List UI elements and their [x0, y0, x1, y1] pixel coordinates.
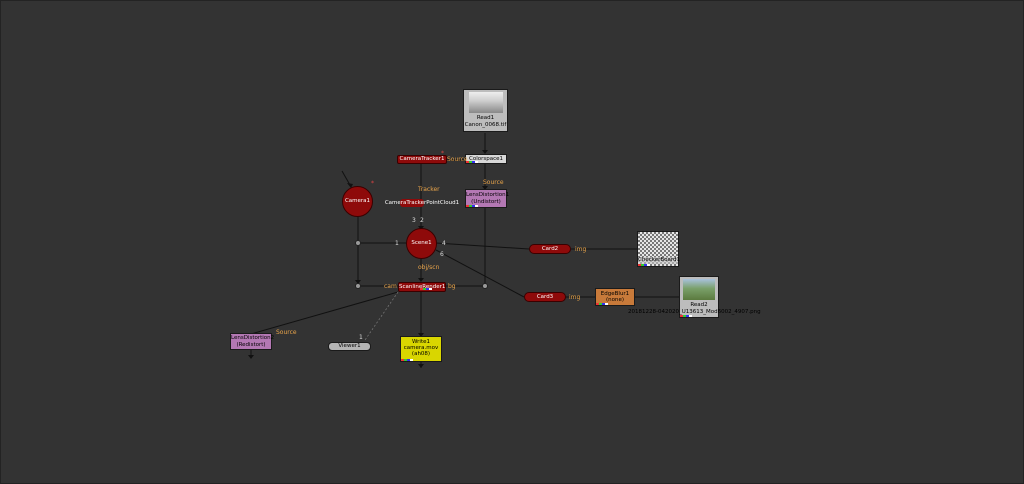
- dot-node-2[interactable]: [355, 283, 361, 289]
- port-label-img-card3: img: [569, 294, 581, 301]
- write1-format: (ah08): [411, 351, 431, 357]
- port-label-source-tracker: Source: [447, 156, 468, 163]
- viewer1-node[interactable]: Viewer1: [328, 342, 371, 351]
- edgeblur1-node[interactable]: EdgeBlur1 (none): [595, 288, 635, 306]
- arrow-dot2: [355, 280, 361, 284]
- pointcloud-label: CameraTrackerPointCloud1: [384, 200, 460, 206]
- port-label-img-card2: img: [575, 246, 587, 253]
- port-label-viewer-input: 1: [359, 334, 363, 341]
- lensdistortion1-mode: (Undistort): [471, 199, 501, 205]
- dot-node-1[interactable]: [355, 240, 361, 246]
- lensdistortion1-channels: [466, 205, 478, 207]
- arrow-colorspace: [482, 150, 488, 154]
- cameratracker1-star-icon: *: [441, 150, 444, 157]
- write1-channels: [401, 359, 413, 361]
- port-label-input-4: 4: [442, 240, 446, 247]
- lensdistortion2-node[interactable]: LensDistortion2 (Redistort): [230, 333, 275, 350]
- scene1-node[interactable]: Scene1: [406, 228, 437, 259]
- port-label-input-2: 2: [420, 217, 424, 224]
- port-label-obj-scn: obj/scn: [418, 264, 440, 271]
- arrow-write-out: [418, 364, 424, 368]
- scene1-label: Scene1: [411, 240, 432, 246]
- card2-label: Card2: [541, 246, 559, 252]
- wire-camera-in: [341, 170, 351, 186]
- wire-scene-card2: [435, 242, 530, 250]
- checkerboard1-channels: [638, 264, 650, 266]
- lensdistortion2-label: LensDistortion2: [231, 335, 275, 341]
- port-label-input-1: 1: [395, 240, 399, 247]
- card2-node[interactable]: Card2: [529, 244, 571, 254]
- edgeblur1-label: EdgeBlur1: [600, 291, 630, 297]
- port-label-cam: cam: [384, 283, 397, 290]
- port-label-tracker: Tracker: [418, 186, 440, 193]
- dot-node-3[interactable]: [482, 283, 488, 289]
- arrow-redistort-out: [248, 355, 254, 359]
- read2-label: Read2: [690, 302, 708, 308]
- arrow-write: [418, 333, 424, 337]
- read2-thumbnail: [683, 279, 715, 300]
- lensdistortion1-label: LensDistortion1: [466, 192, 510, 198]
- read1-label: Read1: [476, 115, 495, 121]
- scanlinerender1-channels: [420, 288, 432, 290]
- camera1-star-icon: *: [371, 180, 374, 187]
- checkerboard1-node[interactable]: CheckerBoard1: [637, 231, 681, 267]
- colorspace1-node[interactable]: Colorspace1: [465, 154, 507, 164]
- card3-node[interactable]: Card3: [524, 292, 566, 302]
- wire-viewer-dashed: [364, 291, 399, 341]
- scanlinerender1-node[interactable]: ScanlineRender1: [398, 282, 446, 292]
- read1-thumbnail: [469, 92, 503, 113]
- colorspace1-channels: [466, 161, 478, 163]
- edgeblur1-mode: (none): [605, 297, 624, 303]
- edgeblur1-channels: [596, 303, 608, 305]
- wire-scanline-redistort: [250, 291, 399, 335]
- card3-label: Card3: [536, 294, 554, 300]
- write1-node[interactable]: Write1 camera.mov (ah08): [400, 336, 442, 362]
- port-label-source-redistort: Source: [276, 329, 297, 336]
- viewer1-label: Viewer1: [338, 343, 361, 349]
- camera1-label: Camera1: [344, 198, 371, 204]
- read2-file: 20181228-042020_U13613_Mod6002_4907.png: [628, 309, 761, 315]
- pointcloud-shape: [400, 199, 424, 207]
- read2-channels: [680, 315, 692, 317]
- scanlinerender1-label: ScanlineRender1: [399, 284, 446, 290]
- write1-file: camera.mov: [403, 345, 439, 351]
- read2-node[interactable]: Read2: [679, 276, 719, 318]
- write1-label: Write1: [411, 339, 431, 345]
- port-label-bg: bg: [448, 283, 456, 290]
- port-label-input-6: 6: [440, 251, 444, 258]
- wire-scene-card3: [435, 249, 525, 298]
- camera1-node[interactable]: Camera1: [342, 186, 373, 217]
- read1-file: Canon_0068.tif: [464, 122, 507, 128]
- pointcloud-node[interactable]: CameraTrackerPointCloud1: [380, 199, 464, 208]
- cameratracker1-label: CameraTracker1: [399, 156, 445, 162]
- lensdistortion1-node[interactable]: LensDistortion1 (Undistort): [465, 189, 510, 208]
- port-label-input-3: 3: [412, 217, 416, 224]
- lensdistortion2-mode: (Redistort): [236, 342, 266, 348]
- arrow-undistort: [482, 186, 488, 190]
- checkerboard1-label: CheckerBoard1: [638, 257, 681, 264]
- cameratracker1-node[interactable]: CameraTracker1: [397, 155, 447, 164]
- colorspace1-label: Colorspace1: [469, 156, 503, 162]
- port-label-source-undistort: Source: [483, 179, 504, 186]
- arrow-scanline: [418, 278, 424, 282]
- read1-node[interactable]: Read1 Canon_0068.tif: [463, 89, 508, 132]
